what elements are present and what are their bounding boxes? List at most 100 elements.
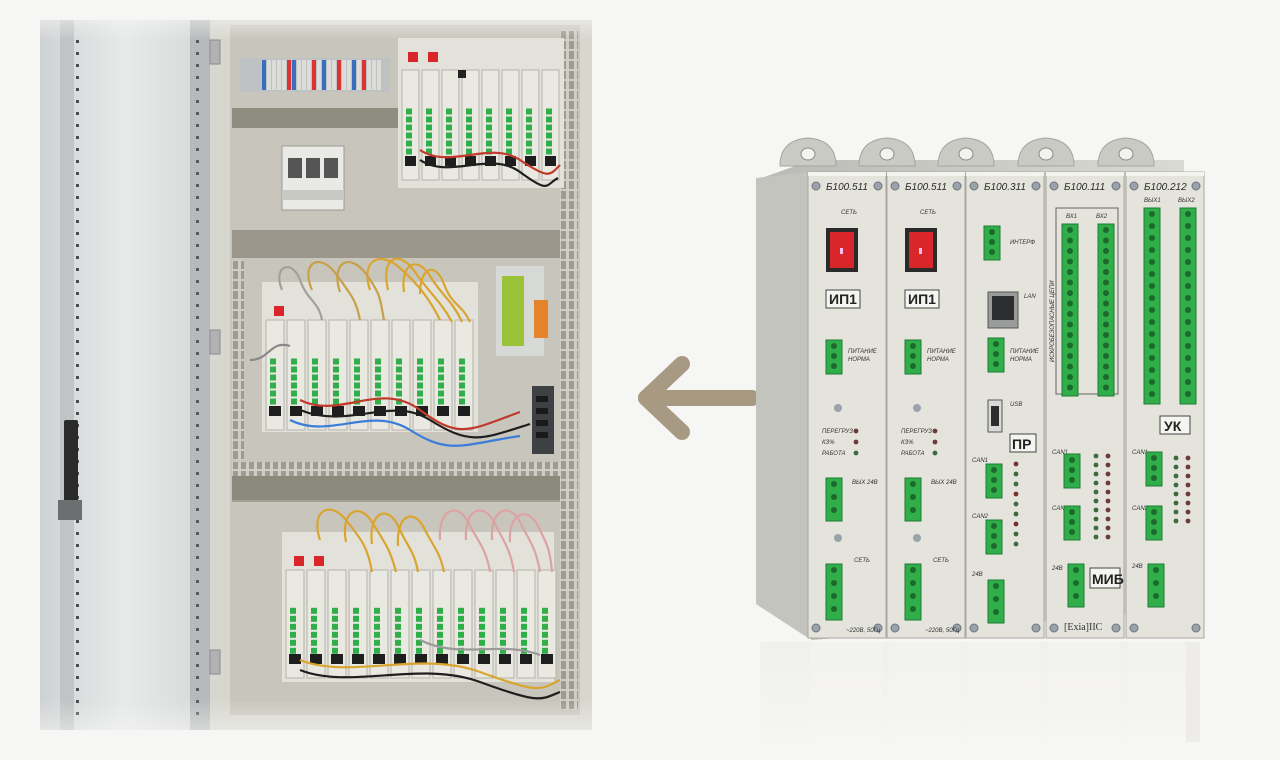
module-label: CAN2 <box>1132 506 1149 512</box>
door-handle <box>64 420 78 510</box>
status-led <box>1185 491 1191 497</box>
status-led <box>1105 453 1111 459</box>
screw-icon <box>811 623 821 633</box>
status-led <box>1093 525 1099 531</box>
status-led <box>853 428 859 434</box>
status-led <box>1173 509 1179 515</box>
module-label: ВЫХ1 <box>1144 198 1161 204</box>
terminal-block <box>1097 223 1115 397</box>
status-led <box>1173 518 1179 524</box>
status-led <box>1105 498 1111 504</box>
module-label: ПИТАНИЕ <box>927 349 957 355</box>
screw-icon <box>1049 181 1059 191</box>
status-led <box>853 450 859 456</box>
power-supply-unit <box>496 266 548 356</box>
module-label: LAN <box>1024 294 1036 300</box>
module-label: ПИТАНИЕ <box>848 349 878 355</box>
status-led <box>1105 525 1111 531</box>
module-label: USB <box>1010 402 1022 408</box>
status-led <box>1173 455 1179 461</box>
module-label: 24В <box>1051 566 1063 572</box>
screw-icon <box>873 181 883 191</box>
status-led <box>1013 521 1019 527</box>
status-led <box>1013 501 1019 507</box>
status-led <box>932 428 938 434</box>
screw-icon <box>834 404 842 412</box>
status-led <box>1185 518 1191 524</box>
screw-icon <box>1191 623 1201 633</box>
status-led <box>932 450 938 456</box>
status-led <box>1013 541 1019 547</box>
module-label: СЕТЬ <box>920 210 936 216</box>
module-label: ~220В, 50Гц <box>925 628 960 634</box>
module-label: ВЫХ 24В <box>931 480 957 486</box>
controller-modules: Б100.511СЕТЬИП1ПИТАНИЕНОРМАПЕРЕГРУЗКЗ%РА… <box>756 137 1205 752</box>
module-label: Б100.311 <box>984 182 1026 193</box>
module-label: [Exia]IIC <box>1064 622 1103 633</box>
screw-icon <box>969 181 979 191</box>
cable-duct-vertical <box>560 30 578 710</box>
cable-duct <box>232 230 578 258</box>
status-led <box>932 439 938 445</box>
status-led <box>1185 464 1191 470</box>
status-led <box>853 439 859 445</box>
screw-icon <box>1129 623 1139 633</box>
circuit-breakers <box>281 145 345 211</box>
screw-icon <box>1191 181 1201 191</box>
module-label: ВЫХ 24В <box>852 480 878 486</box>
status-led <box>1105 507 1111 513</box>
module-label: МИБ <box>1092 571 1124 587</box>
screw-icon <box>1111 623 1121 633</box>
terminal-block-strip <box>240 58 390 92</box>
module-label: ВХ2 <box>1096 214 1108 220</box>
screw-icon <box>1111 181 1121 191</box>
module-label: СЕТЬ <box>933 558 949 564</box>
screw-icon <box>952 181 962 191</box>
module-label: CAN1 <box>1052 450 1068 456</box>
status-led <box>1185 500 1191 506</box>
terminal-block <box>904 563 922 621</box>
module-rack-lower <box>282 532 557 682</box>
screw-icon <box>1031 181 1041 191</box>
module-label: НОРМА <box>1010 357 1032 363</box>
status-led <box>1105 534 1111 540</box>
status-led <box>1173 491 1179 497</box>
status-led <box>1013 531 1019 537</box>
screw-icon <box>811 181 821 191</box>
cable-duct <box>232 108 400 128</box>
module-label: СЕТЬ <box>841 210 857 216</box>
status-led <box>1173 473 1179 479</box>
module-3: Б100.311ИНТЕРФLANПИТАНИЕНОРМАUSBПРCAN1CA… <box>965 171 1045 639</box>
status-led <box>1173 482 1179 488</box>
module-label: КЗ% <box>822 440 835 446</box>
status-led <box>1093 534 1099 540</box>
module-label: Б100.212 <box>1144 182 1187 193</box>
reflection-fade <box>756 642 1186 752</box>
status-led <box>1013 481 1019 487</box>
module-rack-upper <box>398 38 564 188</box>
status-led <box>1093 507 1099 513</box>
module-label: CAN1 <box>1132 450 1148 456</box>
module-label: ~220В, 50Гц <box>846 628 881 634</box>
screw-icon <box>834 534 842 542</box>
module-label: ПР <box>1012 436 1031 452</box>
screw-icon <box>890 181 900 191</box>
module-label: ПЕРЕГРУЗ <box>901 429 932 435</box>
module-label: ПИТАНИЕ <box>1010 349 1040 355</box>
module-label: ИП1 <box>908 291 936 307</box>
module-1: Б100.511СЕТЬИП1ПИТАНИЕНОРМАПЕРЕГРУЗКЗ%РА… <box>807 171 887 639</box>
status-led <box>1105 516 1111 522</box>
module-label: ИНТЕРФ <box>1010 240 1035 246</box>
cable-duct-vertical <box>232 260 244 460</box>
terminal-frame <box>1055 207 1119 395</box>
status-led <box>1185 482 1191 488</box>
status-led <box>1105 489 1111 495</box>
screw-icon <box>1129 181 1139 191</box>
module-label: ИСКРОБЕЗОПАСНЫЕ ЦЕПИ <box>1050 280 1056 362</box>
cable-wiring <box>249 149 561 700</box>
module-label: CAN2 <box>1052 506 1069 512</box>
status-led <box>1093 453 1099 459</box>
